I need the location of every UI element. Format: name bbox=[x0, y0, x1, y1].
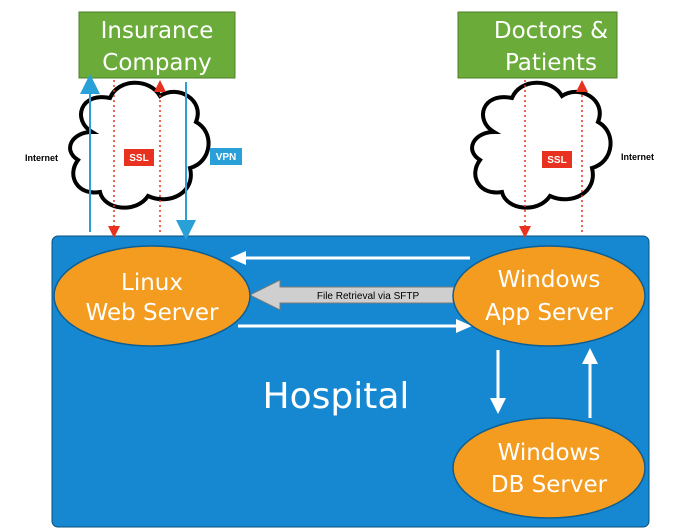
windows-app-server-line2: App Server bbox=[485, 300, 613, 326]
windows-app-server-line1: Windows bbox=[498, 267, 601, 293]
web-to-app-bottom-arrowhead bbox=[456, 319, 472, 333]
left-internet-cloud bbox=[68, 80, 211, 210]
right-ssl-badge bbox=[542, 151, 572, 168]
right-internet-cloud bbox=[470, 80, 613, 210]
windows-db-server-line1: Windows bbox=[498, 440, 601, 466]
windows-db-server-line2: DB Server bbox=[491, 472, 608, 498]
left-internet-label: Internet bbox=[25, 153, 58, 163]
app-to-db-arrowhead bbox=[490, 398, 506, 414]
doctors-patients-line1: Doctors & bbox=[494, 18, 608, 44]
right-internet-label: Internet bbox=[621, 152, 654, 162]
right-ssl-label: SSL bbox=[547, 155, 566, 166]
vpn-badge bbox=[210, 148, 242, 165]
sftp-label: File Retrieval via SFTP bbox=[317, 291, 420, 302]
insurance-company-box: Insurance Company bbox=[78, 11, 236, 79]
linux-web-server-line1: Linux bbox=[121, 270, 183, 296]
doctors-patients-line2: Patients bbox=[505, 50, 597, 76]
doctors-patients-box: Doctors & Patients bbox=[457, 11, 618, 79]
insurance-company-line2: Company bbox=[102, 50, 211, 76]
linux-web-server-line2: Web Server bbox=[86, 300, 219, 326]
windows-app-server: Windows App Server bbox=[452, 245, 646, 347]
left-ssl-badge bbox=[124, 149, 154, 166]
linux-web-server: Linux Web Server bbox=[53, 245, 251, 347]
vpn-label: VPN bbox=[216, 152, 237, 163]
hospital-label: Hospital bbox=[263, 376, 410, 417]
insurance-company-line1: Insurance bbox=[101, 18, 214, 44]
db-to-app-arrowhead bbox=[582, 348, 598, 364]
windows-db-server: Windows DB Server bbox=[452, 417, 646, 519]
app-to-web-top-arrowhead bbox=[230, 251, 246, 265]
left-ssl-label: SSL bbox=[129, 153, 148, 164]
